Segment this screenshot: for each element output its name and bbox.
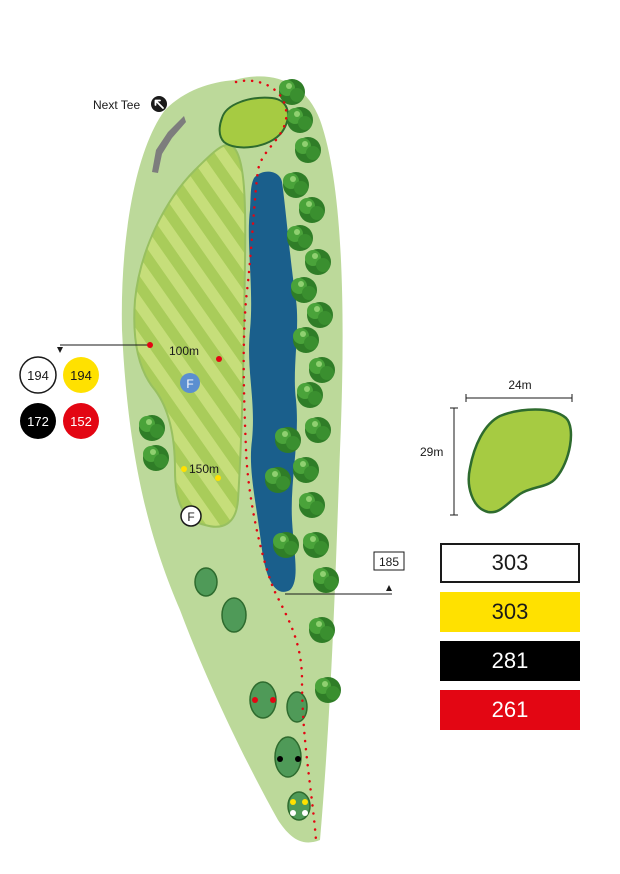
fairway-marker <box>180 373 200 393</box>
tee-markers <box>252 697 308 816</box>
cart-path <box>152 116 186 173</box>
marker-150m-label: 150m <box>189 462 219 476</box>
green-detail-shape <box>467 408 573 514</box>
forward-marker <box>180 505 202 527</box>
distance-white-circle <box>19 356 57 394</box>
green-depth-label: 29m <box>420 445 443 459</box>
distance-red-circle <box>63 403 99 439</box>
layup-arrow <box>57 347 63 353</box>
distance-black-circle <box>20 403 56 439</box>
tee-length-red: 261 <box>440 690 580 730</box>
carry-box <box>373 551 405 571</box>
tee-length-white: 303 <box>440 543 580 583</box>
next-tee-label: Next Tee <box>93 98 140 112</box>
green-width-label: 24m <box>508 378 531 392</box>
distance-white-value: 194 <box>27 368 49 383</box>
forward-marker-label: F <box>187 510 194 524</box>
distance-black-value: 172 <box>27 414 49 429</box>
tee-length-black: 281 <box>440 641 580 681</box>
carry-arrow <box>386 585 392 591</box>
tee-boxes <box>194 567 311 821</box>
fairway <box>133 143 247 528</box>
layup-line-end <box>147 342 153 348</box>
marker-100m-dot <box>216 356 222 362</box>
carry-value: 185 <box>379 555 399 569</box>
marker-150m-dot-a <box>181 466 187 472</box>
marker-100m-label: 100m <box>169 344 199 358</box>
distance-yellow-value: 194 <box>70 368 92 383</box>
distance-red-value: 152 <box>70 414 92 429</box>
green-on-map <box>218 96 289 149</box>
arrow-up-left-icon[interactable] <box>151 96 167 112</box>
tee-length-yellow: 303 <box>440 592 580 632</box>
marker-150m-dot-b <box>215 475 221 481</box>
distance-yellow-circle <box>63 357 99 393</box>
fairway-marker-label: F <box>186 377 193 391</box>
